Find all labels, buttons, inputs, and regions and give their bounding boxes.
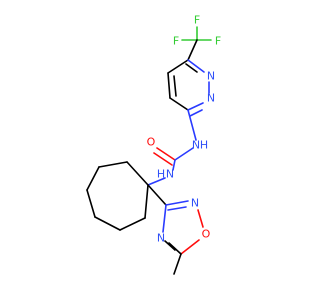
- fluorine-label-3: F: [215, 35, 221, 48]
- structure-svg: F F F N N H N O H N N O N: [86, 14, 222, 275]
- bond-oxa-2: [197, 209, 204, 228]
- oxadiazole-nitrogen-label-bottom: N: [157, 232, 165, 245]
- bond-methyl: [173, 253, 182, 275]
- bond-ring-6-inner: [185, 63, 198, 73]
- oxadiazole-nitrogen-label-top: N: [191, 197, 199, 210]
- oxadiazole-oxygen-label: O: [202, 228, 211, 241]
- bond-ring-4-double: [189, 109, 203, 117]
- cycloheptane-ring: [86, 161, 149, 231]
- amide-nitrogen-label-right: N: [192, 139, 200, 152]
- amide-nitrogen-label-left: N: [166, 168, 174, 181]
- oxadiazole-ring: [147, 184, 204, 275]
- bond-nh-cq: [147, 177, 166, 186]
- carbonyl-oxygen-label: O: [147, 136, 156, 149]
- amide-h-label-left: H: [157, 168, 165, 181]
- fluorine-label-2: F: [173, 35, 179, 48]
- trifluoromethyl-group: [181, 26, 212, 61]
- bond-chp-2: [98, 161, 128, 168]
- fluorine-label-1: F: [194, 14, 200, 27]
- bond-c-o-1: [156, 147, 176, 161]
- bond-oxa-4-double: [164, 240, 176, 251]
- pyridazine-nitrogen-label-2: N: [207, 92, 215, 105]
- pyridazine-nitrogen-label-1: N: [207, 70, 215, 83]
- bond-chp-4: [86, 189, 96, 218]
- bond-chp-3: [86, 166, 100, 191]
- bond-cf3-ring: [187, 39, 198, 61]
- bond-oxa-3: [180, 239, 200, 255]
- bond-oxa-4: [168, 242, 182, 255]
- bond-ring-nh: [187, 109, 197, 141]
- molecule-diagram: F F F N N H N O H N N O N: [86, 14, 222, 275]
- bond-chp-7: [144, 184, 149, 219]
- bond-oxa-1: [165, 200, 189, 206]
- bond-oxa-1-inner: [167, 206, 187, 211]
- bond-chp-6: [119, 217, 146, 231]
- bond-oxa-5: [162, 204, 167, 233]
- amide-h-label-right: H: [200, 139, 208, 152]
- bond-ring-1: [167, 59, 189, 74]
- urea-linker: [147, 109, 197, 186]
- bond-c-nh: [172, 159, 176, 171]
- bond-chp-5: [94, 216, 121, 231]
- bond-chp-1: [126, 161, 149, 186]
- bond-ring-4: [187, 102, 204, 111]
- bond-ring-2: [167, 72, 171, 99]
- pyridazine-ring: [167, 59, 210, 117]
- bond-c-o-2: [153, 152, 173, 166]
- bond-nh-c: [174, 147, 194, 161]
- bond-ring-2-inner: [173, 75, 177, 97]
- atom-labels: F F F N N H N O H N N O N: [147, 14, 222, 245]
- bond-ring-3: [169, 97, 189, 111]
- bond-ring-6: [187, 59, 205, 73]
- bond-cq-oxa: [147, 184, 167, 206]
